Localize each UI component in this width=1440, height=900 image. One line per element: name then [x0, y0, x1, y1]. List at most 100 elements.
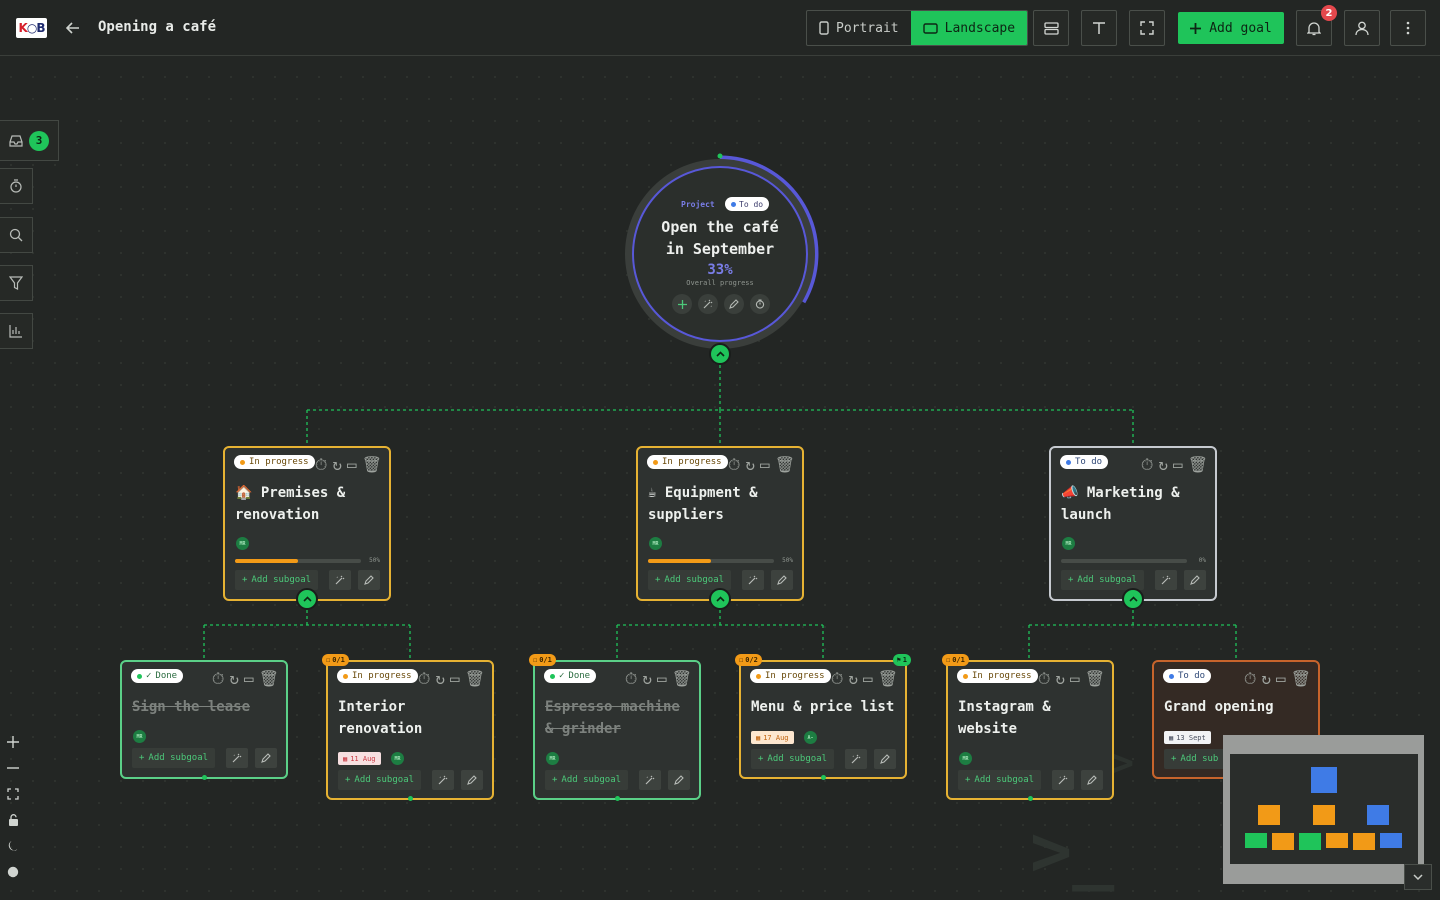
edit-button[interactable]	[1081, 770, 1103, 790]
lock-button[interactable]	[0, 807, 26, 833]
subgoal-card-sign-lease[interactable]: ✓Done ⏱↻▭🗑 Sign the lease MR +Add subgoa…	[120, 660, 288, 780]
goal-status-badge[interactable]: In progress	[234, 455, 315, 469]
timer-icon[interactable]: ⏱	[1037, 669, 1051, 688]
timer-icon[interactable]: ⏱	[1140, 455, 1154, 474]
edit-button[interactable]	[668, 770, 690, 790]
avatar[interactable]: MR	[1062, 537, 1075, 550]
link-icon[interactable]: ↻	[848, 669, 859, 688]
subgoal-card-instagram[interactable]: ☐0/1 In progress ⏱↻▭🗑 Instagram &website…	[942, 654, 1114, 801]
timer-icon[interactable]: ⏱	[830, 669, 844, 688]
link-icon[interactable]: ↻	[745, 455, 756, 474]
trash-icon[interactable]: 🗑	[671, 669, 692, 688]
comment-count-badge[interactable]: ⚑1	[892, 654, 911, 666]
magic-button[interactable]	[226, 748, 248, 768]
subgoal-card-menu[interactable]: ☐0/2 ⚑1 In progress ⏱↻▭🗑 Menu & price li…	[735, 654, 911, 780]
timer-tool[interactable]	[0, 168, 33, 204]
trash-icon[interactable]: 🗑	[1187, 455, 1208, 474]
timer-icon[interactable]: ⏱	[624, 669, 638, 688]
avatar[interactable]: MR	[236, 537, 249, 550]
zoom-in-button[interactable]	[0, 729, 26, 755]
inbox-icon[interactable]: ▭	[863, 669, 873, 688]
avatar[interactable]: MR	[391, 752, 404, 765]
text-button[interactable]	[1081, 10, 1117, 46]
goal-collapse-button[interactable]	[296, 588, 318, 610]
magic-button[interactable]	[1052, 770, 1074, 790]
inbox-icon[interactable]: ▭	[1276, 669, 1286, 688]
checklist-counter-badge[interactable]: ☐0/1	[322, 654, 349, 666]
avatar[interactable]: MR	[546, 752, 559, 765]
magic-button[interactable]	[639, 770, 661, 790]
subgoal-status-badge[interactable]: ✓Done	[131, 669, 184, 683]
goal-status-badge[interactable]: In progress	[647, 455, 728, 469]
minimap[interactable]	[1223, 735, 1424, 884]
project-add-button[interactable]	[672, 294, 692, 314]
inbox-icon[interactable]: ▭	[1070, 669, 1080, 688]
inbox-icon[interactable]: ▭	[657, 669, 667, 688]
notifications-button[interactable]: 2	[1296, 5, 1337, 46]
goal-card-premises[interactable]: In progress ⏱↻▭🗑 🏠 Premises &renovation …	[223, 446, 391, 601]
portrait-mode-button[interactable]: Portrait	[807, 11, 911, 45]
timer-icon[interactable]: ⏱	[211, 669, 225, 688]
filter-tool[interactable]	[0, 265, 33, 301]
inbox-icon[interactable]: ▭	[450, 669, 460, 688]
link-icon[interactable]: ↻	[1261, 669, 1272, 688]
project-node[interactable]: Project To do Open the café in September…	[632, 166, 808, 342]
inbox-icon[interactable]: ▭	[347, 455, 357, 474]
add-subgoal-button[interactable]: +Add subgoal	[338, 770, 422, 790]
trash-icon[interactable]: 🗑	[1290, 669, 1311, 688]
timer-icon[interactable]: ⏱	[1243, 669, 1257, 688]
search-tool[interactable]	[0, 217, 33, 253]
edit-button[interactable]	[874, 749, 896, 769]
magic-button[interactable]	[845, 749, 867, 769]
project-magic-button[interactable]	[698, 294, 718, 314]
magic-button[interactable]	[742, 570, 764, 590]
avatar[interactable]: A-	[804, 731, 817, 744]
timer-icon[interactable]: ⏱	[727, 455, 741, 474]
magic-button[interactable]	[1155, 570, 1177, 590]
subgoal-status-badge[interactable]: In progress	[750, 669, 831, 683]
due-date-badge[interactable]: ▦17 Aug	[751, 731, 794, 744]
project-timer-button[interactable]	[750, 294, 770, 314]
trash-icon[interactable]: 🗑	[258, 669, 279, 688]
due-date-badge[interactable]: ▦11 Aug	[338, 752, 381, 765]
subgoal-status-badge[interactable]: To do	[1163, 669, 1212, 683]
goal-card-marketing[interactable]: To do ⏱↻▭🗑 📣 Marketing &launch MR 0% +Ad…	[1049, 446, 1217, 601]
project-status-badge[interactable]: To do	[725, 197, 770, 211]
add-goal-button[interactable]: Add goal	[1178, 12, 1284, 44]
project-collapse-button[interactable]	[709, 343, 731, 365]
magic-button[interactable]	[432, 770, 454, 790]
stats-tool[interactable]	[0, 313, 33, 349]
edit-button[interactable]	[771, 570, 793, 590]
avatar[interactable]: MR	[959, 752, 972, 765]
fit-view-button[interactable]	[0, 781, 26, 807]
minimap-toggle-button[interactable]	[1404, 864, 1432, 890]
landscape-mode-button[interactable]: Landscape	[910, 11, 1028, 45]
fullscreen-button[interactable]	[1129, 10, 1165, 46]
add-subgoal-button[interactable]: +Add subgoal	[751, 749, 835, 769]
goal-card-equipment[interactable]: In progress ⏱↻▭🗑 ☕ Equipment &suppliers …	[636, 446, 804, 601]
checklist-counter-badge[interactable]: ☐0/1	[529, 654, 556, 666]
trash-icon[interactable]: 🗑	[877, 669, 898, 688]
inbox-icon[interactable]: ▭	[244, 669, 254, 688]
subgoal-status-badge[interactable]: In progress	[337, 669, 418, 683]
add-subgoal-button[interactable]: +Add subgoal	[958, 770, 1042, 790]
link-icon[interactable]: ↻	[1158, 455, 1169, 474]
avatar[interactable]: MR	[649, 537, 662, 550]
edit-button[interactable]	[461, 770, 483, 790]
add-subgoal-button[interactable]: +Add subgoal	[648, 570, 732, 590]
goal-collapse-button[interactable]	[1122, 588, 1144, 610]
timer-icon[interactable]: ⏱	[314, 455, 328, 474]
edit-button[interactable]	[358, 570, 380, 590]
profile-button[interactable]	[1344, 10, 1380, 46]
subgoal-status-badge[interactable]: ✓Done	[544, 669, 597, 683]
trash-icon[interactable]: 🗑	[1084, 669, 1105, 688]
back-button[interactable]	[62, 17, 84, 39]
trash-icon[interactable]: 🗑	[361, 455, 382, 474]
add-subgoal-button[interactable]: +Add subgoal	[1061, 570, 1145, 590]
checklist-counter-badge[interactable]: ☐0/1	[942, 654, 969, 666]
checklist-counter-badge[interactable]: ☐0/2	[735, 654, 762, 666]
add-subgoal-button[interactable]: +Add subgoal	[545, 770, 629, 790]
trash-icon[interactable]: 🗑	[464, 669, 485, 688]
goal-collapse-button[interactable]	[709, 588, 731, 610]
